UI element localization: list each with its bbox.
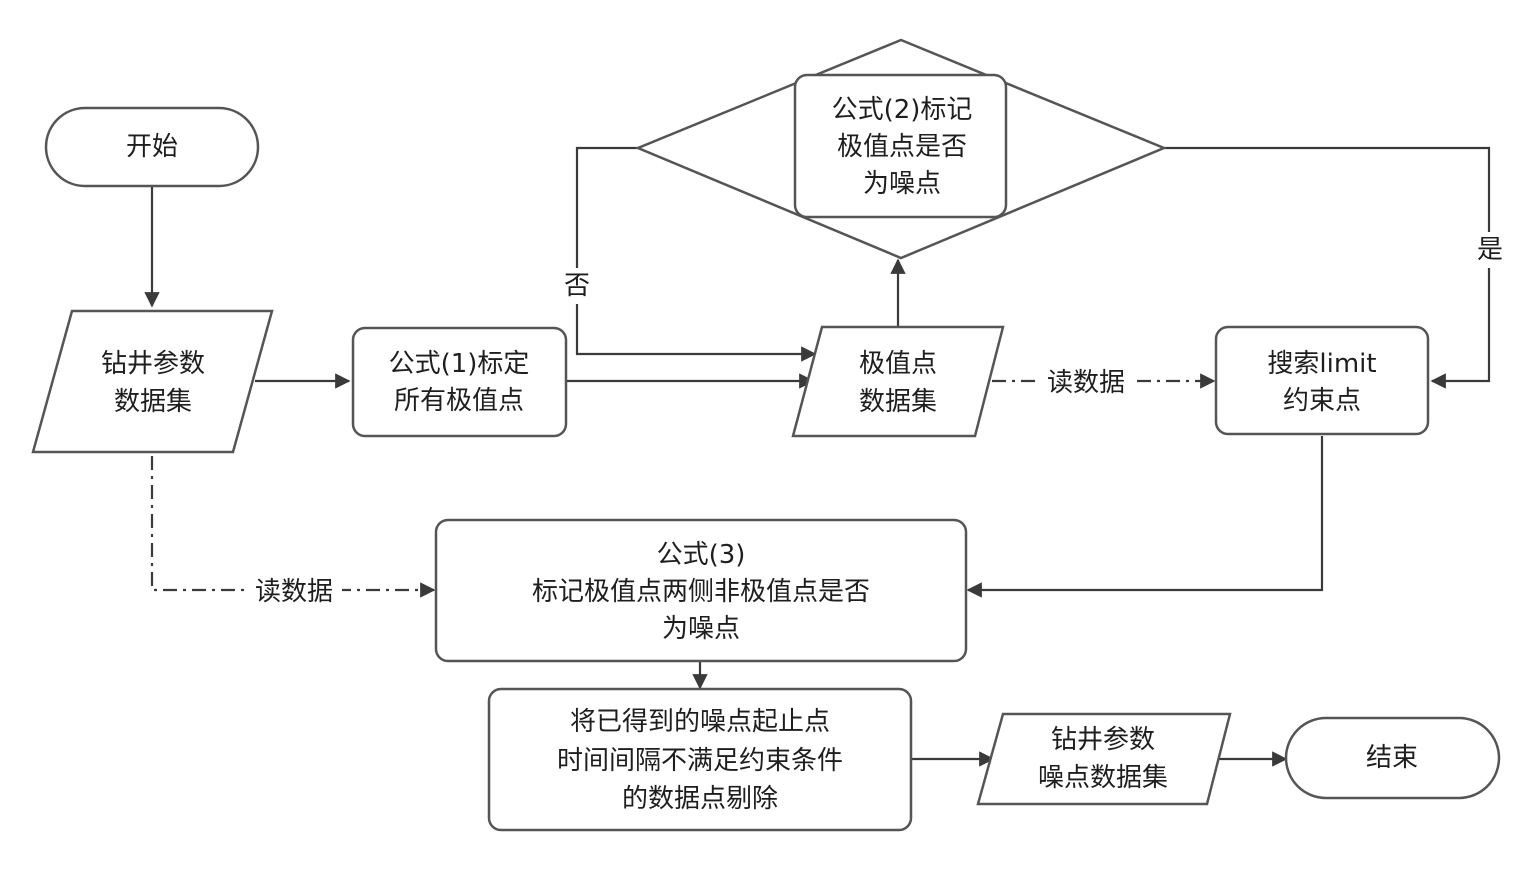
- svg-text:结束: 结束: [1366, 743, 1418, 773]
- formula2-decision-node: 公式(2)标记 极值点是否 为噪点: [634, 38, 1168, 260]
- svg-text:时间间隔不满足约束条件: 时间间隔不满足约束条件: [557, 746, 843, 776]
- formula3-process-node: 公式(3) 标记极值点两侧非极值点是否 为噪点: [434, 518, 968, 663]
- label-read-data-bottom: 读数据: [246, 574, 342, 610]
- remove-noise-process-node: 将已得到的噪点起止点 时间间隔不满足约束条件 的数据点剔除: [487, 687, 913, 832]
- svg-text:钻井参数: 钻井参数: [1051, 725, 1155, 755]
- svg-text:读数据: 读数据: [1047, 368, 1125, 398]
- svg-text:标记极值点两侧非极值点是否: 标记极值点两侧非极值点是否: [532, 577, 870, 607]
- edge-search-to-formula3: [966, 436, 1324, 598]
- drilling-params-dataset-node: 钻井参数 数据集: [31, 309, 274, 454]
- svg-text:极值点: 极值点: [859, 349, 937, 379]
- svg-text:极值点是否: 极值点是否: [837, 132, 967, 162]
- svg-text:约束点: 约束点: [1283, 386, 1361, 416]
- start-node: 开始: [44, 106, 260, 188]
- svg-text:否: 否: [564, 271, 590, 301]
- extreme-value-dataset-node: 极值点 数据集: [791, 325, 1005, 438]
- label-read-data-top: 读数据: [1038, 364, 1134, 400]
- end-node: 结束: [1284, 716, 1501, 800]
- svg-text:数据集: 数据集: [859, 387, 937, 417]
- svg-text:公式(3): 公式(3): [657, 540, 746, 570]
- label-yes: 是: [1472, 232, 1506, 268]
- svg-text:将已得到的噪点起止点: 将已得到的噪点起止点: [570, 707, 830, 737]
- svg-text:公式(1)标定: 公式(1)标定: [389, 349, 530, 379]
- svg-text:的数据点剔除: 的数据点剔除: [622, 784, 778, 814]
- svg-text:为噪点: 为噪点: [863, 169, 941, 199]
- svg-text:数据集: 数据集: [114, 387, 192, 417]
- svg-text:搜索limit: 搜索limit: [1267, 349, 1376, 379]
- search-limit-process-node: 搜索limit 约束点: [1214, 325, 1430, 436]
- svg-text:读数据: 读数据: [255, 577, 333, 607]
- svg-text:公式(2)标记: 公式(2)标记: [832, 95, 973, 125]
- noise-dataset-output-node: 钻井参数 噪点数据集: [976, 712, 1232, 806]
- svg-text:噪点数据集: 噪点数据集: [1038, 763, 1168, 793]
- svg-text:钻井参数: 钻井参数: [101, 349, 205, 379]
- svg-text:开始: 开始: [126, 132, 178, 162]
- svg-text:是: 是: [1477, 235, 1503, 265]
- edge-decision-no: [575, 146, 817, 362]
- formula1-process-node: 公式(1)标定 所有极值点: [351, 326, 568, 438]
- label-no: 否: [560, 268, 594, 304]
- edge-read-data-bottom: [150, 456, 436, 598]
- svg-text:为噪点: 为噪点: [662, 614, 740, 644]
- svg-text:所有极值点: 所有极值点: [394, 386, 524, 416]
